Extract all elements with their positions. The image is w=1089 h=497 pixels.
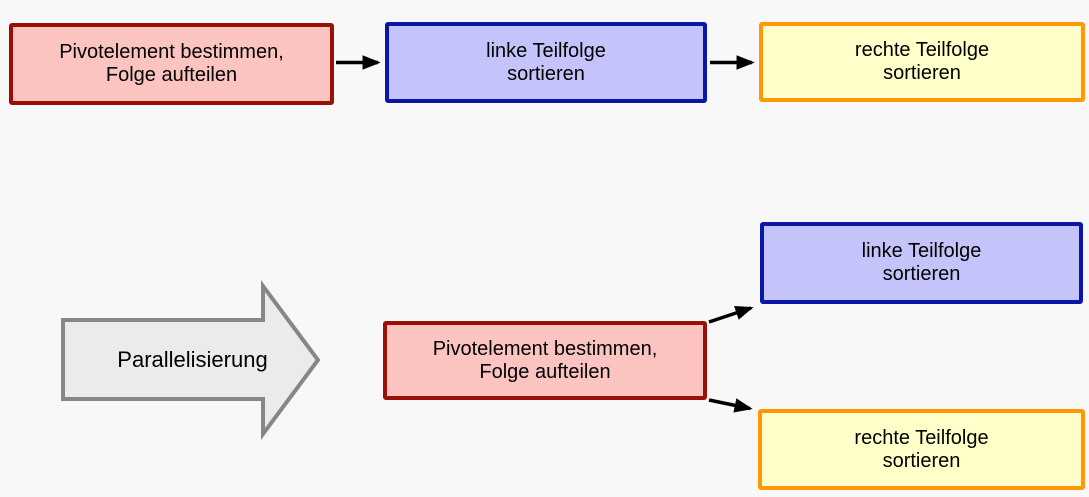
node-par-right-subsequence: rechte Teilfolge sortieren — [758, 409, 1085, 490]
node-label-line: Folge aufteilen — [105, 64, 238, 86]
node-par-pivot: Pivotelement bestimmen, Folge aufteilen — [383, 321, 707, 400]
node-label-line: Pivotelement bestimmen, — [432, 337, 658, 360]
node-label-line: sortieren — [883, 62, 961, 84]
arrow-par-pivot-to-right — [708, 398, 753, 413]
node-label-line: linke Teilfolge — [861, 240, 982, 262]
arrow-par-pivot-to-left — [708, 305, 754, 324]
node-label-line: sortieren — [882, 449, 961, 472]
node-label-line: linke Teilfolge — [486, 39, 606, 62]
node-label-line: Folge aufteilen — [479, 360, 611, 383]
node-label-line: rechte Teilfolge — [854, 39, 990, 61]
node-par-left-subsequence: linke Teilfolge sortieren — [760, 222, 1083, 304]
parallelisierung-arrow-shape — [61, 279, 321, 441]
node-label-line: rechte Teilfolge — [854, 426, 989, 449]
parallelisierung-label: Parallelisierung — [117, 347, 268, 372]
node-seq-left-subsequence: linke Teilfolge sortieren — [385, 22, 707, 103]
node-label-line: sortieren — [882, 263, 961, 285]
node-seq-right-subsequence: rechte Teilfolge sortieren — [759, 22, 1085, 102]
node-label-line: Pivotelement bestimmen, — [59, 41, 284, 63]
node-label-line: sortieren — [507, 62, 585, 85]
node-seq-pivot: Pivotelement bestimmen, Folge aufteilen — [9, 23, 334, 105]
